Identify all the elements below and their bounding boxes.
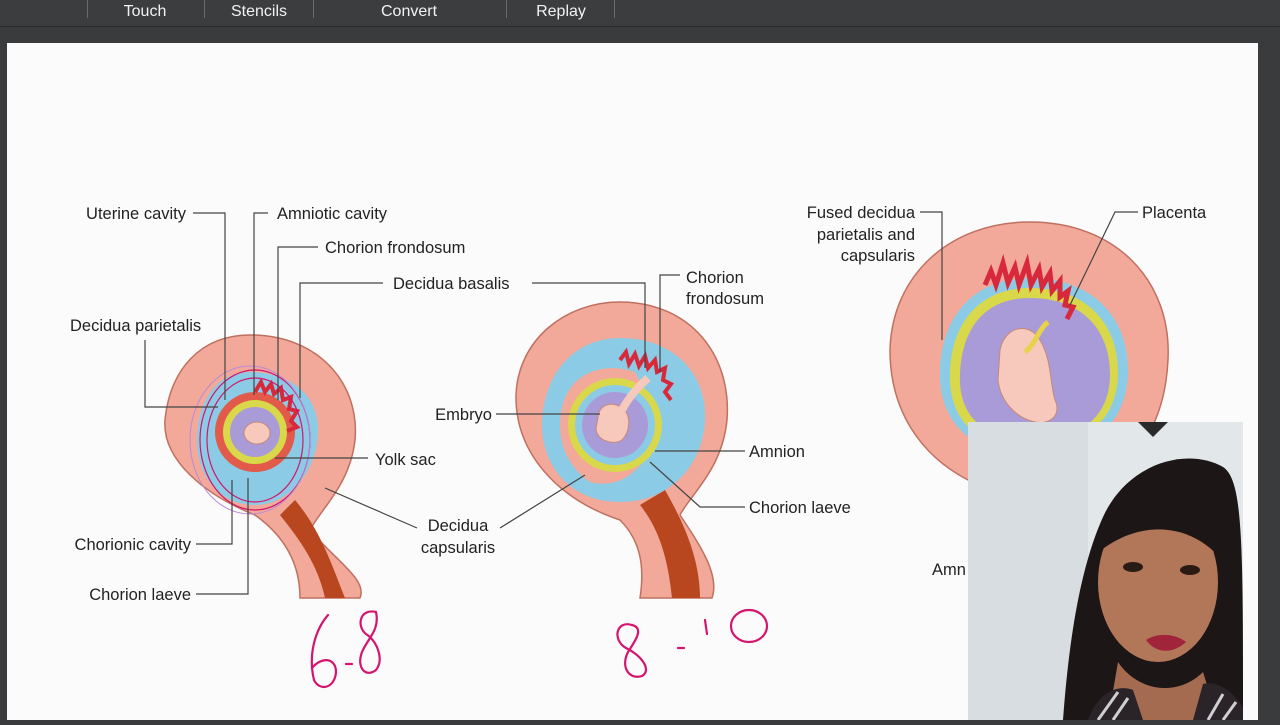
- diagram-labels: Uterine cavity Amniotic cavity Chorion f…: [70, 204, 1207, 604]
- label-uterine-cavity: Uterine cavity: [86, 205, 187, 223]
- stencils-button[interactable]: Stencils: [230, 3, 288, 20]
- toolbar-separator: [87, 0, 88, 18]
- label-decidua-capsularis-2: capsularis: [421, 539, 495, 557]
- label-decidua-capsularis-1: Decidua: [428, 517, 489, 535]
- figure-late-uterus: [889, 221, 1169, 481]
- toolbar-separator: [614, 0, 615, 18]
- presenter-webcam-overlay: [968, 422, 1243, 720]
- label-amniotic-cavity: Amniotic cavity: [277, 205, 388, 223]
- toolbar-separator: [313, 0, 314, 18]
- cervix-canal: [640, 490, 700, 598]
- handwritten-weeks-8-10: [616, 608, 769, 678]
- chorion-villi-frondosum: [618, 347, 675, 402]
- embryo: [595, 403, 630, 443]
- umbilical-cord: [1023, 320, 1050, 355]
- label-fused-decidua-2: parietalis and: [817, 226, 915, 244]
- label-chorion-laeve-2: Chorion laeve: [749, 499, 851, 517]
- convert-button[interactable]: Convert: [380, 3, 438, 20]
- replay-button[interactable]: Replay: [536, 3, 586, 20]
- label-chorion-frondosum-2b: frondosum: [686, 290, 764, 308]
- label-chorion-frondosum-2a: Chorion: [686, 269, 744, 287]
- presenter-video: [968, 422, 1243, 720]
- label-chorion-frondosum: Chorion frondosum: [325, 239, 465, 257]
- figure-mid-uterus: [515, 301, 729, 599]
- label-decidua-basalis: Decidua basalis: [393, 275, 509, 293]
- ink-scribble-rings: [189, 365, 311, 515]
- placenta-villi: [982, 253, 1077, 321]
- figure-early-uterus: [164, 334, 362, 599]
- label-embryo: Embryo: [435, 406, 492, 424]
- label-fused-decidua-3: capsularis: [841, 247, 915, 265]
- app-toolbar: Touch Stencils Convert Replay: [0, 0, 1280, 27]
- umbilical-stalk: [618, 374, 651, 412]
- label-decidua-parietalis: Decidua parietalis: [70, 317, 201, 335]
- leader-lines: [144, 211, 1138, 595]
- placenta-development-diagram: Uterine cavity Amniotic cavity Chorion f…: [70, 204, 1207, 689]
- window-edge: [1258, 43, 1280, 720]
- label-chorionic-cavity: Chorionic cavity: [75, 536, 192, 554]
- label-amnion: Amnion: [749, 443, 805, 461]
- label-yolk-sac: Yolk sac: [375, 451, 436, 469]
- fetus: [997, 328, 1058, 424]
- chorion-villi-early: [253, 377, 301, 433]
- toolbar-separator: [506, 0, 507, 18]
- toolbar-separator: [204, 0, 205, 18]
- label-fused-decidua-1: Fused decidua: [807, 204, 916, 222]
- embryo-small: [243, 421, 271, 445]
- touch-button[interactable]: Touch: [123, 3, 167, 20]
- toolbar-gutter: [0, 27, 1280, 43]
- label-chorion-laeve: Chorion laeve: [89, 586, 191, 604]
- handwritten-weeks-6-8: [310, 610, 381, 689]
- whiteboard-canvas[interactable]: Uterine cavity Amniotic cavity Chorion f…: [7, 43, 1258, 720]
- label-placenta: Placenta: [1142, 204, 1207, 222]
- label-amnion-partial: Amn: [932, 561, 966, 579]
- cervix-canal: [280, 500, 345, 598]
